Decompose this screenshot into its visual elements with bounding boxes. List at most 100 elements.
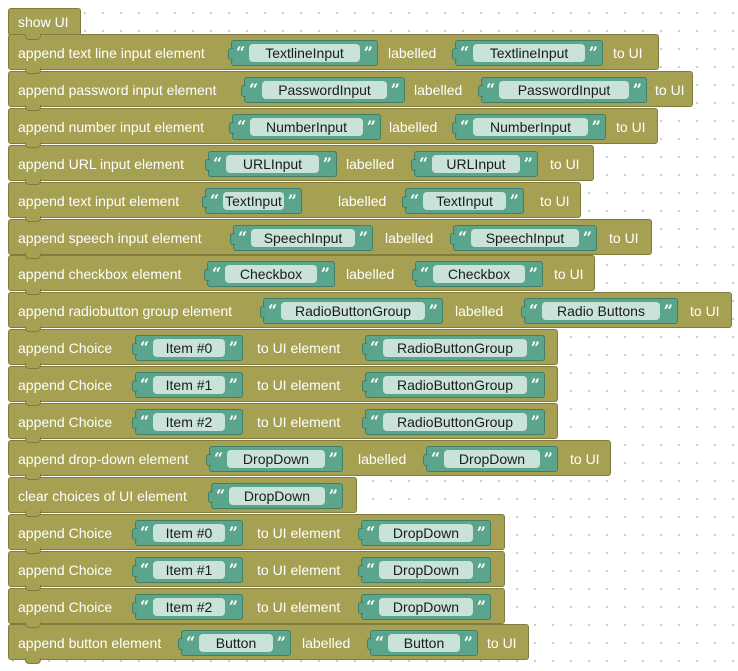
block-row[interactable]: append speech input element“SpeechInput”… (8, 218, 652, 259)
text-field-dropdown[interactable]: DropDown (379, 523, 473, 542)
block-row[interactable]: append checkbox element“Checkbox”labelle… (8, 255, 595, 296)
text-field-radiobuttongroup[interactable]: RadioButtonGroup (281, 302, 425, 321)
block-label-append-url-input-element: append URL input element (18, 155, 185, 172)
text-string-block[interactable]: “RadioButtonGroup” (362, 409, 545, 435)
text-string-block[interactable]: “TextlineInput” (228, 40, 378, 66)
block-row[interactable]: append Choice“Item #1”to UI element“Radi… (8, 366, 558, 407)
text-string-block[interactable]: “SpeechInput” (230, 224, 373, 251)
text-string-block[interactable]: “Checkbox” (204, 261, 335, 288)
text-string-block[interactable]: “Item #0” (132, 335, 243, 362)
text-field-dropdown[interactable]: DropDown (379, 597, 473, 616)
text-field-passwordinput[interactable]: PasswordInput (262, 80, 387, 99)
text-field-urlinput[interactable]: URLInput (226, 154, 319, 173)
text-string-block[interactable]: “RadioButtonGroup” (362, 335, 545, 362)
text-field-textinput[interactable]: TextInput (423, 191, 506, 210)
block-row[interactable]: append Choice“Item #0”to UI element“Drop… (8, 513, 505, 554)
text-field-item-1[interactable]: Item #1 (153, 560, 225, 579)
block-label-to-ui: to UI (550, 155, 580, 172)
text-field-dropdown[interactable]: DropDown (229, 486, 325, 505)
block-row[interactable]: append button element“Button”labelled“Bu… (8, 624, 529, 665)
block-label-labelled: labelled (346, 155, 395, 172)
text-field-item-2[interactable]: Item #2 (153, 597, 225, 616)
text-string-block[interactable]: “DropDown” (423, 445, 558, 472)
text-string-block[interactable]: “DropDown” (358, 519, 491, 546)
text-field-dropdown[interactable]: DropDown (227, 449, 325, 468)
text-field-radiobuttongroup[interactable]: RadioButtonGroup (383, 413, 527, 431)
text-string-block[interactable]: “SpeechInput” (450, 224, 597, 251)
text-field-item-0[interactable]: Item #0 (153, 339, 225, 358)
block-row[interactable]: append number input element“NumberInput”… (8, 107, 658, 148)
text-field-button[interactable]: Button (388, 634, 460, 653)
close-quote-icon: ” (358, 227, 368, 247)
show-ui-label: show UI (18, 14, 69, 30)
block-row[interactable]: append Choice“Item #1”to UI element“Drop… (8, 550, 505, 591)
close-quote-icon: ” (476, 596, 486, 616)
open-quote-icon: “ (238, 227, 248, 247)
block-row[interactable]: append URL input element “URLInput” labell… (8, 144, 594, 185)
text-string-block[interactable]: “Item #2” (132, 593, 243, 620)
block-row[interactable]: append text line input element“TextlineI… (8, 34, 659, 74)
text-field-dropdown[interactable]: DropDown (444, 449, 540, 468)
text-field-speechinput[interactable]: SpeechInput (471, 228, 579, 247)
text-field-textlineinput[interactable]: TextlineInput (249, 44, 360, 62)
block-row[interactable]: append radiobutton group element“RadioBu… (8, 292, 732, 333)
block-row[interactable]: append Choice“Item #2”to UI element“Radi… (8, 403, 558, 443)
text-string-block[interactable]: “PasswordInput” (241, 76, 405, 103)
text-field-button[interactable]: Button (199, 634, 273, 653)
text-field-numberinput[interactable]: NumberInput (473, 117, 588, 136)
text-string-block[interactable]: “URLInput” (205, 150, 337, 177)
text-field-checkbox[interactable]: Checkbox (225, 265, 317, 284)
close-quote-icon: ” (476, 559, 486, 579)
text-field-numberinput[interactable]: NumberInput (250, 117, 363, 136)
text-field-item-1[interactable]: Item #1 (153, 376, 225, 395)
block-row[interactable]: clear choices of UI element“DropDown” (8, 476, 357, 517)
block-row[interactable]: append drop-down element“DropDown”labell… (8, 439, 611, 480)
text-string-block[interactable]: “Item #2” (132, 409, 243, 435)
open-quote-icon: “ (213, 153, 223, 173)
text-string-block[interactable]: “TextlineInput” (452, 40, 603, 66)
text-string-block[interactable]: “RadioButtonGroup” (362, 372, 545, 399)
open-quote-icon: “ (370, 338, 380, 358)
close-quote-icon: ” (463, 633, 473, 653)
text-string-block[interactable]: “NumberInput” (229, 113, 381, 140)
text-string-block[interactable]: “Item #1” (132, 556, 243, 583)
open-quote-icon: “ (140, 412, 150, 431)
close-quote-icon: ” (228, 375, 238, 395)
text-string-block[interactable]: “TextInput” (202, 187, 302, 214)
text-field-radiobuttongroup[interactable]: RadioButtonGroup (383, 376, 527, 395)
text-string-block[interactable]: “Button” (178, 630, 291, 657)
text-string-block[interactable]: “RadioButtonGroup” (260, 298, 443, 325)
text-field-passwordinput[interactable]: PasswordInput (499, 80, 629, 99)
text-string-block[interactable]: “DropDown” (206, 445, 343, 472)
text-field-dropdown[interactable]: DropDown (379, 560, 473, 579)
text-string-block[interactable]: “DropDown” (208, 482, 343, 509)
text-field-speechinput[interactable]: SpeechInput (251, 228, 355, 247)
text-field-urlinput[interactable]: URLInput (432, 154, 520, 173)
text-string-block[interactable]: “URLInput” (411, 150, 538, 177)
text-string-block[interactable]: “DropDown” (358, 556, 491, 583)
text-field-item-0[interactable]: Item #0 (153, 523, 225, 542)
text-field-textinput[interactable]: TextInput (223, 191, 284, 210)
block-label-to-ui-element: to UI element (257, 340, 341, 357)
text-string-block[interactable]: “DropDown” (358, 593, 491, 620)
block-row[interactable]: append password input element“PasswordIn… (8, 70, 693, 111)
text-string-block[interactable]: “Button” (367, 630, 478, 657)
text-string-block[interactable]: “NumberInput” (452, 113, 606, 140)
block-row[interactable]: append Choice“Item #2”to UI element“Drop… (8, 587, 505, 628)
text-string-block[interactable]: “Radio Buttons” (521, 298, 678, 325)
text-string-block[interactable]: “Item #1” (132, 372, 243, 399)
block-row[interactable]: append Choice“Item #0”to UI element“Radi… (8, 329, 558, 370)
text-string-block[interactable]: “PasswordInput” (478, 76, 647, 103)
show-ui-block[interactable]: show UI (8, 8, 81, 40)
text-field-checkbox[interactable]: Checkbox (433, 265, 525, 284)
text-string-block[interactable]: “Checkbox” (412, 261, 543, 288)
text-field-item-2[interactable]: Item #2 (153, 413, 225, 431)
text-string-block[interactable]: “TextInput” (402, 187, 524, 214)
text-field-radio-buttons[interactable]: Radio Buttons (542, 302, 660, 321)
open-quote-icon: “ (370, 375, 380, 395)
text-string-block[interactable]: “Item #0” (132, 519, 243, 546)
text-field-textlineinput[interactable]: TextlineInput (473, 44, 585, 62)
text-field-radiobuttongroup[interactable]: RadioButtonGroup (383, 339, 527, 358)
block-row[interactable]: append text input element“TextInput”labe… (8, 181, 581, 222)
